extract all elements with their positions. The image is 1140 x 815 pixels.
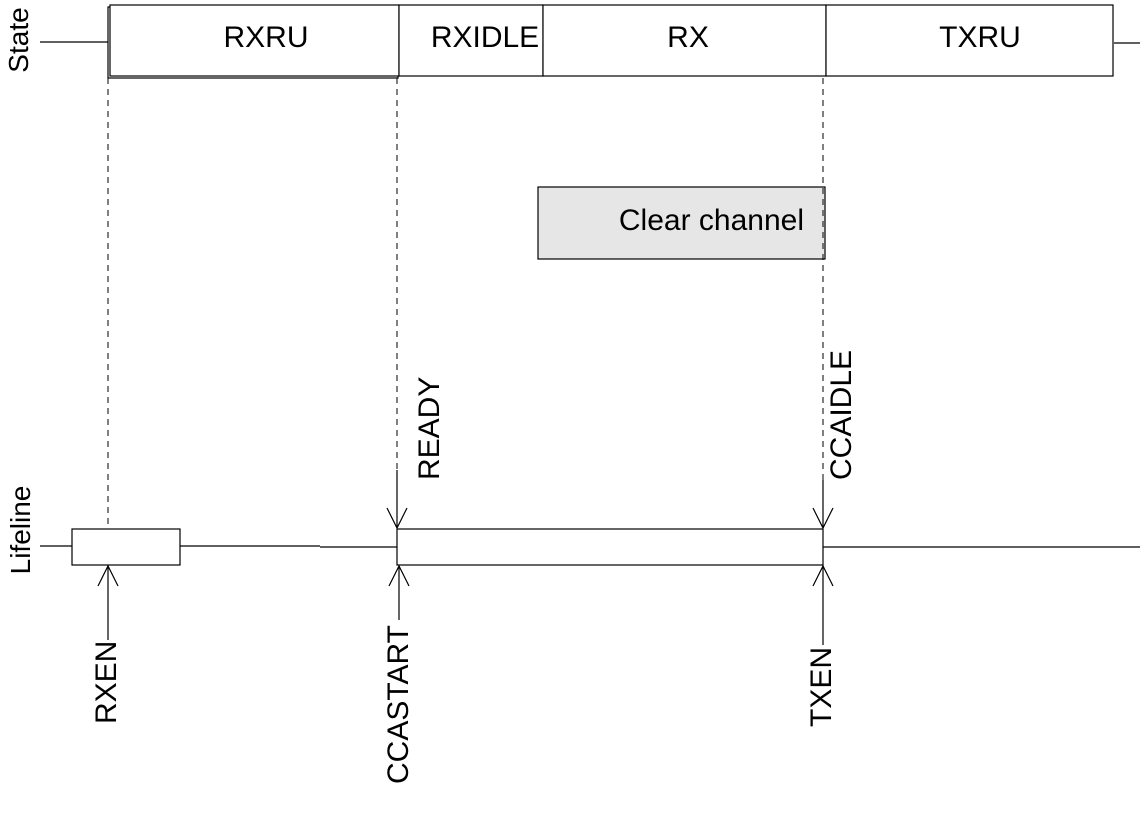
- clear-channel-box: [537, 186, 826, 260]
- ready-event-label: READY: [413, 377, 446, 480]
- clear-channel-label: Clear channel: [619, 204, 804, 237]
- state-label-rx: RX: [667, 21, 709, 54]
- state-axis-label: State: [3, 7, 34, 72]
- state-box-txru: [825, 4, 1114, 77]
- rxen-arrow-head: [97, 564, 119, 587]
- lifeline-cca-box: [396, 528, 824, 566]
- state-box-rx: [542, 4, 827, 77]
- ccastart-arrow-head: [388, 564, 410, 587]
- ccaidle-arrow-head: [812, 507, 834, 530]
- state-label-rxidle: RXIDLE: [431, 21, 539, 54]
- ccastart-task-label: CCASTART: [382, 625, 415, 784]
- ready-arrow-head: [386, 507, 408, 530]
- lifeline-rxen-box: [71, 528, 181, 566]
- lifeline-axis-label: Lifeline: [5, 486, 36, 575]
- txen-task-label: TXEN: [805, 647, 838, 727]
- state-label-rxru: RXRU: [223, 21, 308, 54]
- state-label-txru: TXRU: [939, 21, 1021, 54]
- rxen-task-label: RXEN: [90, 641, 123, 724]
- state-box-rxidle: [398, 4, 544, 77]
- state-box-rxru: [109, 4, 400, 77]
- txen-arrow-head: [812, 564, 834, 587]
- ccaidle-event-label: CCAIDLE: [825, 350, 858, 480]
